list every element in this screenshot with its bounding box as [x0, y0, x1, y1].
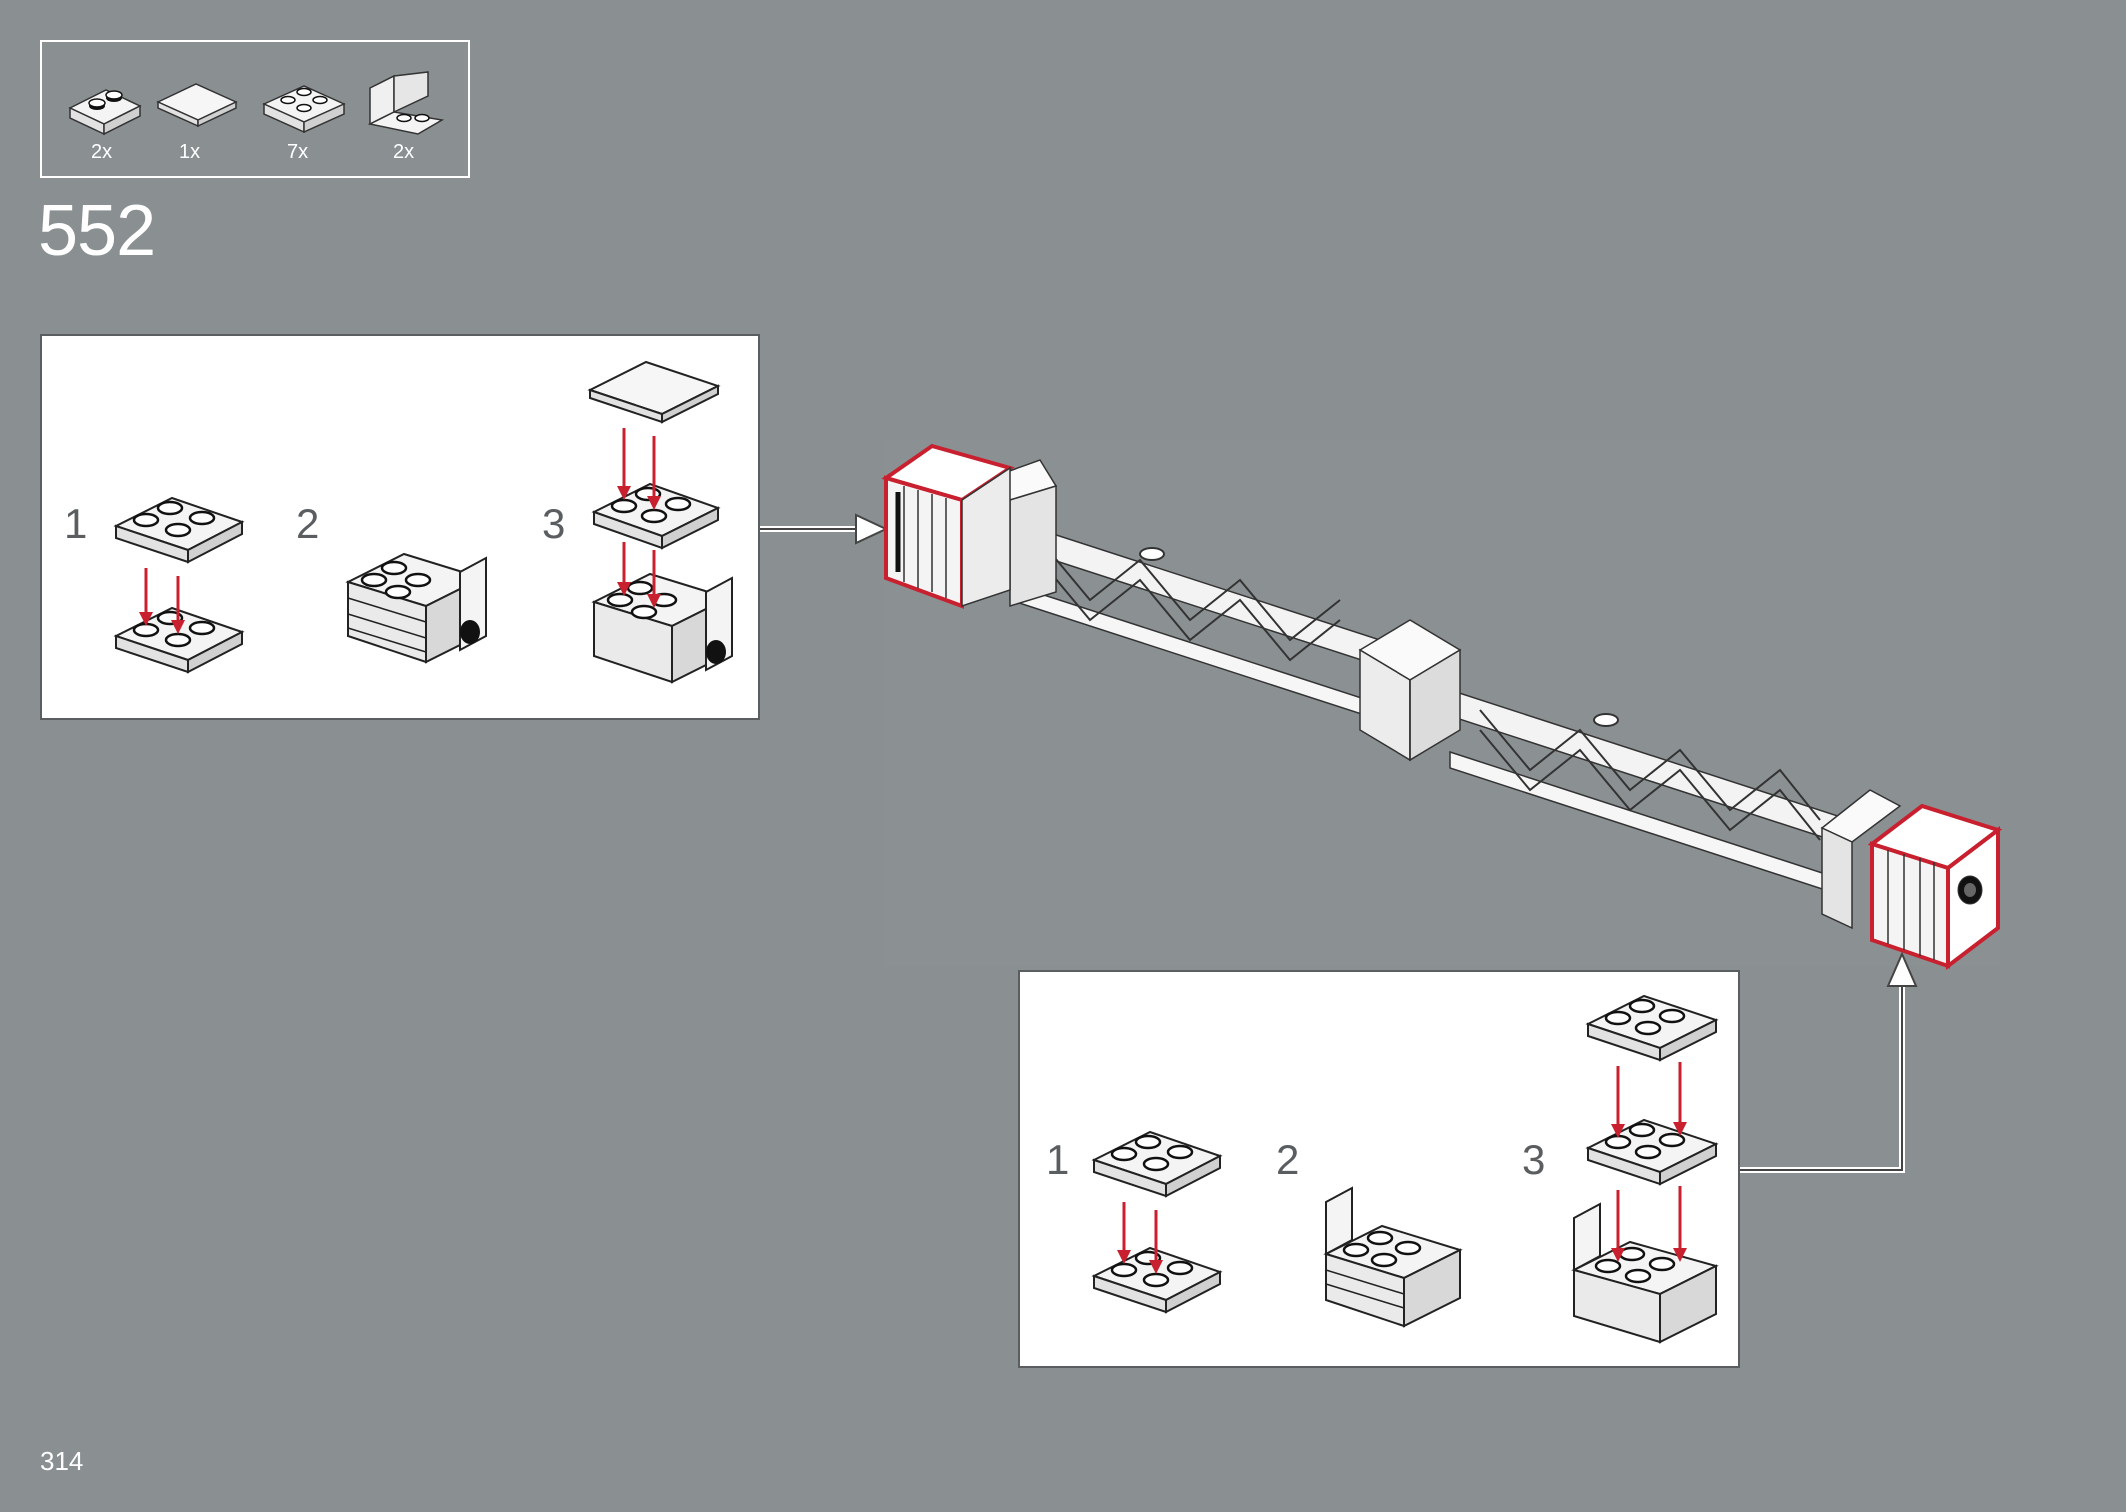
part-quantity: 7x: [287, 141, 309, 163]
substep-label: 2: [296, 500, 320, 547]
arrowhead-icon: [855, 513, 889, 545]
arrowhead-icon: [1886, 951, 1918, 987]
substep-label: 3: [542, 500, 566, 547]
substep-2-drawing: [1323, 1186, 1463, 1328]
callout-right-arrow: [1738, 980, 1905, 1173]
step-number: 552: [38, 191, 156, 271]
substep-label: 3: [1522, 1136, 1546, 1183]
tile-2x2-icon: [156, 83, 238, 128]
part-quantity: 1x: [179, 141, 201, 163]
substep-1-drawing: [113, 496, 245, 674]
part-quantity: 2x: [91, 141, 113, 163]
plate-2x2-icon: [262, 85, 346, 134]
callout-left: 1 2 3: [40, 334, 760, 720]
substep-label: 2: [1276, 1136, 1300, 1183]
truss-beam: [1009, 518, 1851, 900]
plate-1x2-icon: [68, 89, 142, 136]
substep-label: 1: [64, 500, 88, 547]
callout-right: 1 2 3: [1018, 970, 1740, 1368]
page-number: 314: [40, 1446, 84, 1476]
bracket-1x2-icon: [367, 71, 445, 135]
substep-3-drawing: [1571, 994, 1719, 1344]
substep-1-drawing: [1091, 1130, 1223, 1314]
parts-list: 2x 1x 7x 2x: [40, 40, 470, 178]
left-end-block: [881, 443, 1058, 609]
right-end-block: [1820, 789, 2003, 971]
callout-left-drawing: [113, 360, 733, 684]
part-quantity: 2x: [393, 141, 415, 163]
substep-label: 1: [1046, 1136, 1070, 1183]
center-connector: [1358, 619, 1462, 762]
substep-3-drawing: [587, 360, 733, 684]
substep-2-drawing: [345, 552, 487, 664]
callout-right-drawing: [1091, 994, 1719, 1344]
